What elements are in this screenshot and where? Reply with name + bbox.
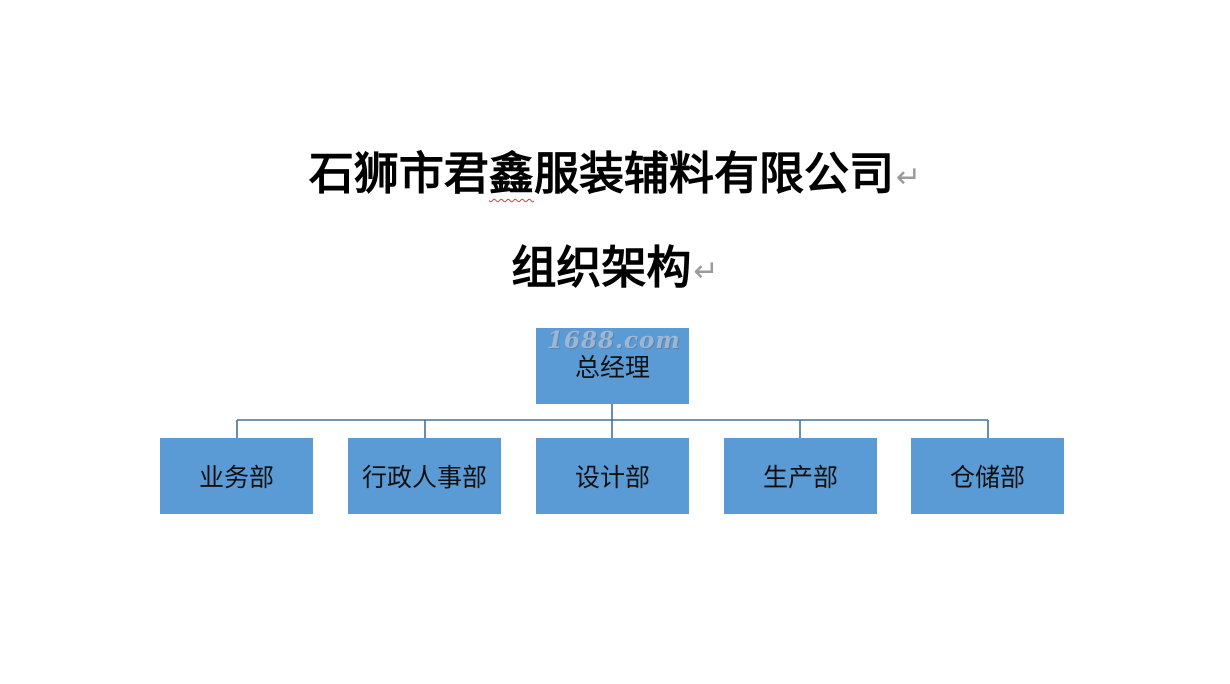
org-node-warehouse-dept[interactable]: 仓储部 [911, 438, 1064, 514]
org-node-label: 业务部 [198, 463, 274, 492]
paragraph-mark-icon: ↵ [895, 160, 922, 195]
org-node-production-dept[interactable]: 生产部 [724, 438, 877, 514]
company-title-prefix: 石狮市君 [308, 147, 489, 200]
org-node-design-dept[interactable]: 设计部 [536, 438, 689, 514]
company-title-suffix: 服装辅料有限公司 [533, 147, 894, 200]
paragraph-mark-icon: ↵ [693, 254, 719, 289]
subtitle-text: 组织架构 [511, 241, 692, 294]
spellcheck-flagged-char: 鑫 [488, 147, 534, 200]
org-node-label: 行政人事部 [361, 463, 487, 492]
org-node-label: 总经理 [574, 353, 650, 382]
company-title: 石狮市君鑫服装辅料有限公司↵ [0, 144, 1230, 208]
org-node-label: 仓储部 [949, 463, 1025, 492]
org-node-label: 生产部 [762, 463, 838, 492]
subtitle: 组织架构↵ [0, 238, 1230, 302]
org-node-sales-dept[interactable]: 业务部 [160, 438, 313, 514]
org-node-label: 设计部 [574, 463, 650, 492]
org-node-admin-hr-dept[interactable]: 行政人事部 [348, 438, 501, 514]
org-node-general-manager[interactable]: 总经理 [536, 328, 689, 404]
